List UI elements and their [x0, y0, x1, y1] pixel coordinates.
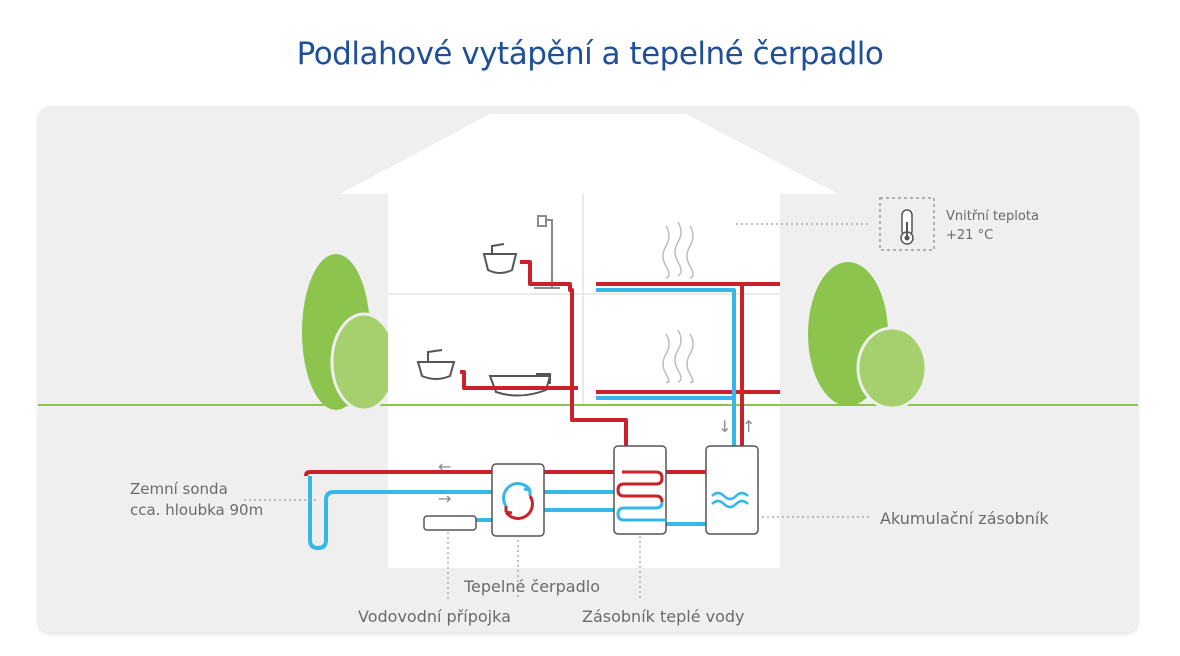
storage-tank	[705, 445, 759, 535]
water-waves-icon	[711, 491, 749, 509]
arrow-up: ↑	[742, 417, 755, 436]
hot-water-tank-label: Zásobník teplé vody	[582, 607, 745, 626]
thermometer-icon	[879, 197, 935, 251]
tree-left	[302, 254, 398, 412]
house-roof	[340, 114, 838, 194]
bathtub-icon	[488, 373, 552, 397]
tree-right	[808, 262, 928, 410]
arrow-left: ←	[438, 457, 451, 476]
water-connection-box	[423, 515, 477, 531]
hot-water-tank	[613, 445, 667, 535]
ground-probe-label-line1: Zemní sonda	[130, 480, 228, 498]
water-connection-label: Vodovodní přípojka	[358, 607, 511, 626]
sink-lower-icon	[416, 349, 456, 380]
leader-lines	[244, 223, 870, 600]
arrow-down: ↓	[718, 417, 731, 436]
page-title: Podlahové vytápění a tepelné čerpadlo	[296, 36, 884, 72]
arrow-right: →	[438, 489, 451, 508]
ground-probe-label-line2: cca. hloubka 90m	[130, 501, 263, 519]
cycle-arrows-icon	[502, 482, 534, 520]
storage-tank-label: Akumulační zásobník	[880, 509, 1049, 528]
heat-pump	[491, 463, 545, 537]
shower-icon	[534, 215, 560, 289]
sink-upper-icon	[482, 243, 518, 274]
hot-pipes	[304, 260, 780, 477]
inside-temp-label-line1: Vnitřní teplota	[946, 209, 1039, 224]
heat-waves-lower	[662, 329, 694, 384]
house	[340, 114, 838, 568]
heat-pump-label: Tepelné čerpadlo	[463, 577, 600, 596]
inside-temp-label-line2: +21 °C	[946, 228, 993, 243]
heat-waves-upper	[662, 221, 694, 279]
